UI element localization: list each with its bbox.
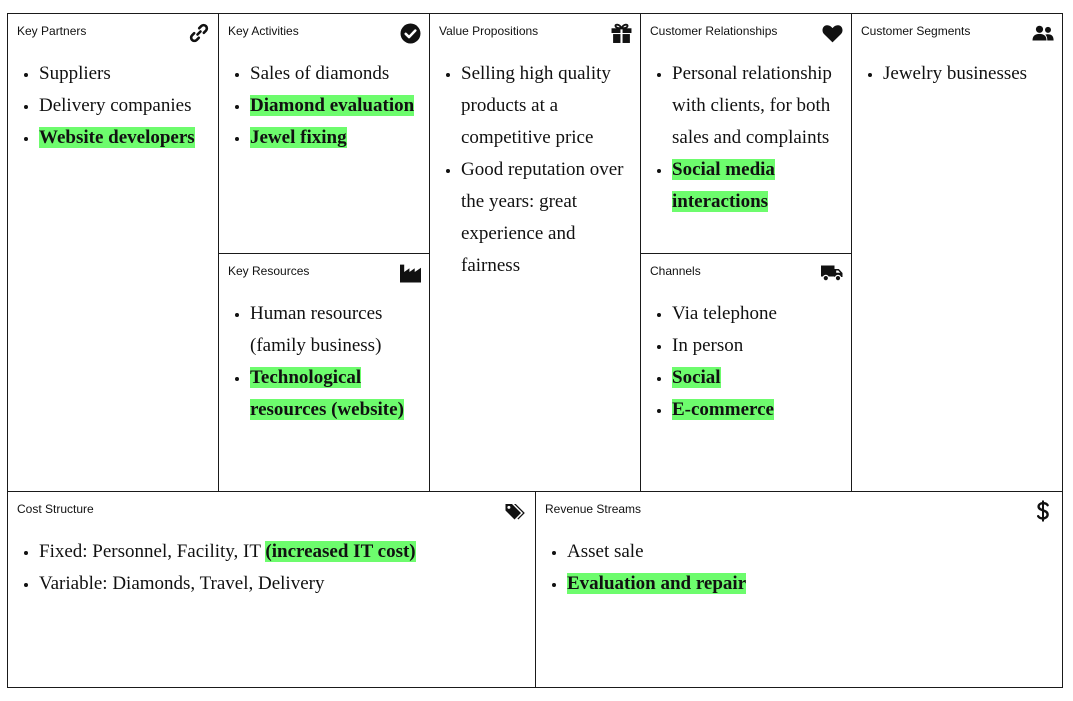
key-partners-list: SuppliersDelivery companiesWebsite devel… bbox=[18, 58, 212, 154]
list-item: Delivery companies bbox=[39, 90, 212, 122]
list-item: Selling high quality products at a compe… bbox=[461, 58, 634, 154]
list-item: Diamond evaluation bbox=[250, 90, 423, 122]
item-text: Variable: Diamonds, Travel, Delivery bbox=[39, 573, 325, 594]
list-item: Jewelry businesses bbox=[883, 58, 1056, 90]
list-item: Fixed: Personnel, Facility, IT (increase… bbox=[39, 536, 529, 568]
link-icon bbox=[188, 22, 210, 44]
revenue-streams-box: Revenue Streams Asset saleEvaluation and… bbox=[535, 491, 1063, 688]
item-text: Selling high quality products at a compe… bbox=[461, 63, 611, 148]
list-item: Sales of diamonds bbox=[250, 58, 423, 90]
highlighted-text: Diamond evaluation bbox=[250, 95, 415, 116]
item-text: Jewelry businesses bbox=[883, 63, 1028, 84]
value-propositions-title: Value Propositions bbox=[439, 24, 539, 38]
cost-structure-list: Fixed: Personnel, Facility, IT (increase… bbox=[18, 536, 529, 600]
item-text: Via telephone bbox=[672, 303, 777, 324]
key-activities-title: Key Activities bbox=[228, 24, 299, 38]
highlighted-text: Social bbox=[672, 367, 721, 388]
channels-list: Via telephone In personSocialE-commerce bbox=[651, 298, 845, 426]
list-item: E-commerce bbox=[672, 394, 845, 426]
highlighted-text: Jewel fixing bbox=[250, 127, 347, 148]
list-item: Human resources (family business) bbox=[250, 298, 423, 362]
revenue-streams-title: Revenue Streams bbox=[545, 502, 642, 516]
list-item: Social bbox=[672, 362, 845, 394]
value-propositions-list: Selling high quality products at a compe… bbox=[440, 58, 634, 282]
list-item: Jewel fixing bbox=[250, 122, 423, 154]
item-text: Human resources (family business) bbox=[250, 303, 383, 356]
item-text: Personal relationship with clients, for … bbox=[672, 63, 832, 148]
cost-structure-box: Cost Structure Fixed: Personnel, Facilit… bbox=[7, 491, 536, 688]
revenue-streams-list: Asset saleEvaluation and repair bbox=[546, 536, 1056, 600]
value-propositions-box: Value Propositions Selling high quality … bbox=[429, 13, 641, 492]
list-item: Technological resources (website) bbox=[250, 362, 423, 426]
item-text: Delivery companies bbox=[39, 95, 192, 116]
key-resources-list: Human resources (family business) Technol… bbox=[229, 298, 423, 426]
heart-icon bbox=[821, 22, 843, 44]
list-item: Variable: Diamonds, Travel, Delivery bbox=[39, 568, 529, 600]
highlighted-text: Evaluation and repair bbox=[567, 573, 747, 594]
key-activities-box: Key Activities Sales of diamondsDiamond … bbox=[218, 13, 430, 254]
customer-relationships-box: Customer Relationships Personal relation… bbox=[640, 13, 852, 254]
key-partners-box: Key Partners SuppliersDelivery companies… bbox=[7, 13, 219, 492]
highlighted-text: Technological resources (website) bbox=[250, 367, 404, 420]
highlighted-text: Social media interactions bbox=[672, 159, 775, 212]
key-activities-list: Sales of diamondsDiamond evaluationJewel… bbox=[229, 58, 423, 154]
item-text: Good reputation over the years: great ex… bbox=[461, 159, 624, 276]
highlighted-text: E-commerce bbox=[672, 399, 774, 420]
key-resources-box: Key Resources Human resources (family bu… bbox=[218, 253, 430, 492]
tags-icon bbox=[505, 500, 527, 522]
item-text: Fixed: Personnel, Facility, IT bbox=[39, 541, 266, 562]
list-item: Personal relationship with clients, for … bbox=[672, 58, 845, 154]
cost-structure-title: Cost Structure bbox=[17, 502, 94, 516]
key-partners-title: Key Partners bbox=[17, 24, 87, 38]
list-item: Website developers bbox=[39, 122, 212, 154]
customer-relationships-list: Personal relationship with clients, for … bbox=[651, 58, 845, 218]
list-item: In person bbox=[672, 330, 845, 362]
list-item: Good reputation over the years: great ex… bbox=[461, 154, 634, 282]
highlighted-text: Website developers bbox=[39, 127, 195, 148]
channels-box: Channels Via telephone In personSocialE-c… bbox=[640, 253, 852, 492]
customer-segments-title: Customer Segments bbox=[861, 24, 971, 38]
key-resources-title: Key Resources bbox=[228, 264, 310, 278]
dollar-icon bbox=[1032, 500, 1054, 522]
truck-icon bbox=[821, 262, 843, 284]
item-text: Asset sale bbox=[567, 541, 644, 562]
factory-icon bbox=[399, 262, 421, 284]
item-text: Suppliers bbox=[39, 63, 111, 84]
users-icon bbox=[1032, 22, 1054, 44]
gift-icon bbox=[610, 22, 632, 44]
list-item: Asset sale bbox=[567, 536, 1056, 568]
list-item: Via telephone bbox=[672, 298, 845, 330]
list-item: Evaluation and repair bbox=[567, 568, 1056, 600]
customer-segments-list: Jewelry businesses bbox=[862, 58, 1056, 90]
customer-relationships-title: Customer Relationships bbox=[650, 24, 778, 38]
list-item: Suppliers bbox=[39, 58, 212, 90]
customer-segments-box: Customer Segments Jewelry businesses bbox=[851, 13, 1063, 492]
channels-title: Channels bbox=[650, 264, 701, 278]
list-item: Social media interactions bbox=[672, 154, 845, 218]
item-text: In person bbox=[672, 335, 744, 356]
check-circle-icon bbox=[399, 22, 421, 44]
item-text: Sales of diamonds bbox=[250, 63, 390, 84]
highlighted-text: (increased IT cost) bbox=[265, 541, 416, 562]
